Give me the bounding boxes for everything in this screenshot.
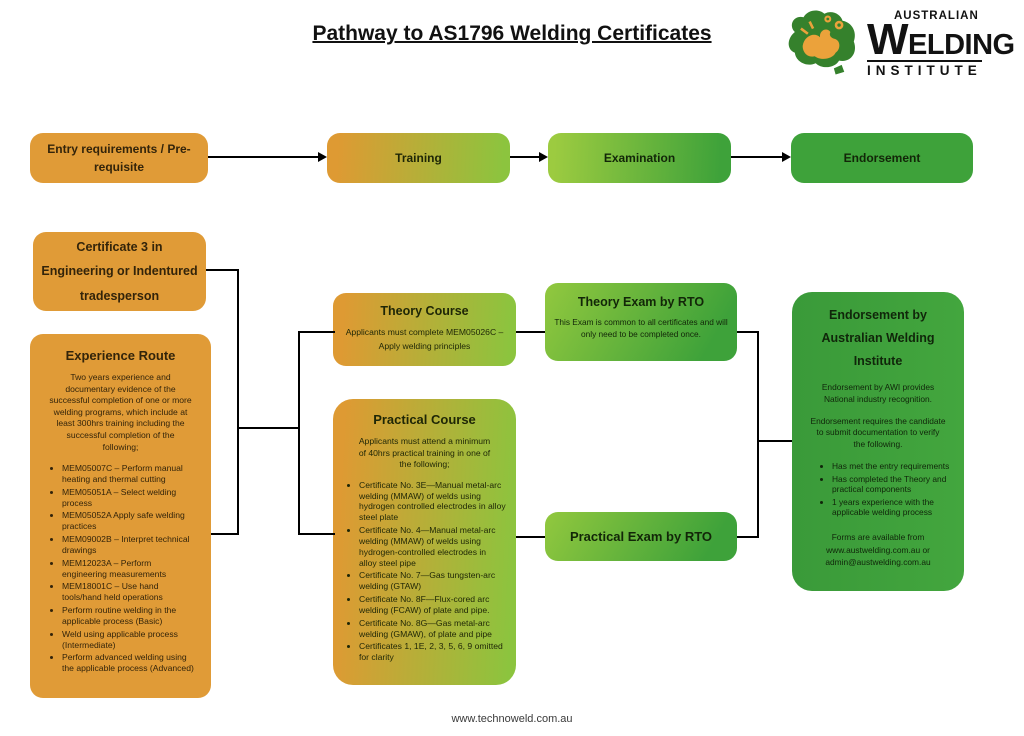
bullet-item: Certificate No. 7—Gas tungsten-arc weldi… [359, 570, 506, 592]
certificate3-box: Certificate 3 in Engineering or Indentur… [33, 232, 206, 311]
arrow-training-to-examination [510, 156, 539, 158]
bullet-item: Certificate No. 8G—Gas metal-arc welding… [359, 618, 506, 640]
bullet-item: MEM18001C – Use hand tools/hand held ope… [62, 581, 197, 603]
bullet-item: MEM05052A Apply safe welding practices [62, 510, 197, 532]
arrow-examination-to-endorsement [731, 156, 782, 158]
connector-theory-exam-out [737, 331, 759, 333]
theory-exam-body: This Exam is common to all certificates … [554, 317, 728, 340]
connector-to-endorsement [757, 440, 792, 442]
certificate3-title: Certificate 3 in Engineering or Indentur… [41, 239, 198, 303]
theory-exam-title: Theory Exam by RTO [577, 295, 705, 309]
flow-node-entry-requirements: Entry requirements / Pre-requisite [30, 133, 208, 183]
endorsement-para2: Endorsement requires the candidate to su… [810, 416, 946, 449]
page-title: Pathway to AS1796 Welding Certificates [312, 22, 712, 45]
bullet-item: Has met the entry requirements [832, 461, 952, 472]
connector-experience-out [211, 533, 239, 535]
theory-course-title: Theory Course [380, 304, 469, 318]
practical-course-box: Practical Course Applicants must attend … [333, 399, 516, 685]
bullet-item: Perform advanced welding using the appli… [62, 652, 197, 674]
logo-text: AUSTRALIAN WELDING INSTITUTE [867, 9, 1015, 80]
footer-url: www.technoweld.com.au [451, 713, 573, 725]
experience-route-title: Experience Route [65, 348, 176, 363]
connector-cert3-out [206, 269, 239, 271]
australia-map-icon [788, 10, 856, 75]
flow-node-endorsement: Endorsement [791, 133, 973, 183]
bullet-item: 1 years experience with the applicable w… [832, 497, 952, 518]
connector-to-practical-course [298, 533, 335, 535]
connector-theory-course-to-exam [516, 331, 545, 333]
awi-logo: AUSTRALIAN WELDING INSTITUTE [776, 4, 1018, 86]
bullet-item: Has completed the Theory and practical c… [832, 474, 952, 495]
endorsement-awi-title: Endorsement by Australian Welding Instit… [821, 308, 935, 369]
flow-node-training: Training [327, 133, 510, 183]
theory-course-box: Theory Course Applicants must complete M… [333, 293, 516, 366]
arrow-entry-to-training [208, 156, 319, 158]
bullet-item: MEM05007C – Perform manual heating and t… [62, 463, 197, 485]
practical-exam-title: Practical Exam by RTO [569, 529, 713, 544]
connector-practical-exam-out [737, 536, 759, 538]
connector-mid-vertical [298, 331, 300, 535]
arrowhead-icon [318, 152, 327, 162]
flow-node-examination: Examination [548, 133, 731, 183]
logo-institute-text: INSTITUTE [867, 60, 982, 78]
practical-course-title: Practical Course [373, 412, 476, 427]
practical-course-list: Certificate No. 3E—Manual metal-arc weld… [359, 480, 506, 663]
logo-australian-text: AUSTRALIAN [894, 9, 979, 22]
endorsement-list: Has met the entry requirementsHas comple… [832, 461, 952, 518]
experience-route-intro: Two years experience and documentary evi… [49, 372, 192, 452]
endorsement-awi-box: Endorsement by Australian Welding Instit… [792, 292, 964, 591]
connector-to-theory-course [298, 331, 335, 333]
theory-exam-box: Theory Exam by RTO This Exam is common t… [545, 283, 737, 361]
bullet-item: MEM12023A – Perform engineering measurem… [62, 558, 197, 580]
bullet-item: Perform routine welding in the applicabl… [62, 605, 197, 627]
bullet-item: MEM05051A – Select welding process [62, 487, 197, 509]
experience-route-box: Experience Route Two years experience an… [30, 334, 211, 698]
logo-welding-text: WELDING [867, 15, 1015, 65]
bullet-item: Weld using applicable process (Intermedi… [62, 629, 197, 651]
arrowhead-icon [539, 152, 548, 162]
endorsement-para1: Endorsement by AWI provides National ind… [821, 382, 935, 404]
endorsement-forms-note: Forms are available from www.austwelding… [825, 531, 931, 568]
arrowhead-icon [782, 152, 791, 162]
connector-bridge [237, 427, 300, 429]
experience-route-list: MEM05007C – Perform manual heating and t… [62, 463, 197, 674]
bullet-item: Certificate No. 4—Manual metal-arc weldi… [359, 525, 506, 568]
bullet-item: Certificates 1, 1E, 2, 3, 5, 6, 9 omitte… [359, 641, 506, 663]
connector-practical-course-to-exam [516, 536, 545, 538]
theory-course-body: Applicants must complete MEM05026C – App… [345, 327, 504, 351]
bullet-item: Certificate No. 3E—Manual metal-arc weld… [359, 480, 506, 523]
bullet-item: Certificate No. 8F—Flux-cored arc weldin… [359, 594, 506, 616]
practical-exam-box: Practical Exam by RTO [545, 512, 737, 561]
connector-left-vertical [237, 269, 239, 535]
connector-right-vertical [757, 331, 759, 538]
bullet-item: MEM09002B – Interpret technical drawings [62, 534, 197, 556]
practical-course-intro: Applicants must attend a minimum of 40hr… [358, 436, 491, 470]
